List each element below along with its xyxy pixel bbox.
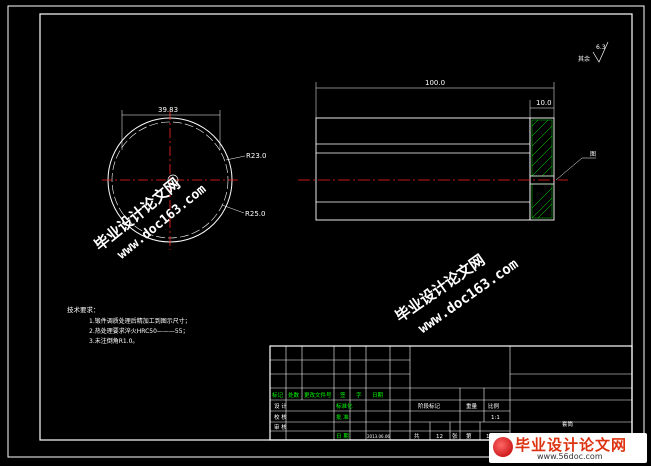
tb-date-label: 日 期 bbox=[336, 433, 349, 440]
tb-col-count: 处数 bbox=[288, 391, 300, 399]
tb-sheet: 张 bbox=[452, 432, 458, 440]
tb-col-mark: 标记 bbox=[272, 391, 284, 399]
dim-radius-inner: R23.0 bbox=[246, 152, 266, 160]
logo-url: www.56doc.com bbox=[537, 452, 603, 461]
tb-col-date: 日期 bbox=[372, 392, 384, 399]
callout-label: 图 bbox=[590, 151, 596, 158]
end-view: 39.83 R23.0 R25.0 bbox=[102, 106, 266, 250]
site-logo: 毕业设计论文网 www.56doc.com bbox=[489, 433, 647, 463]
tb-scale-value: 1:1 bbox=[491, 415, 500, 421]
note-3: 3.未注倒角R1.0。 bbox=[89, 337, 138, 345]
dim-radius-outer: R25.0 bbox=[245, 210, 265, 218]
tb-weight: 重量 bbox=[466, 402, 478, 410]
tb-std: 标准化 bbox=[336, 402, 353, 410]
notes-title: 技术要求： bbox=[67, 305, 100, 314]
dim-width-top: 39.83 bbox=[158, 106, 178, 114]
roughness-value: 6.3 bbox=[596, 44, 606, 51]
dim-length-total: 100.0 bbox=[425, 79, 445, 87]
tb-col-char: 字 bbox=[356, 391, 362, 399]
technical-notes: 技术要求： 1.锻件调质处理后精加工到图示尺寸； 2.热处理要求淬火HRC50—… bbox=[67, 305, 191, 345]
tb-sheets-total: 12 bbox=[436, 434, 443, 440]
outer-frame bbox=[7, 5, 645, 458]
tb-total: 共 bbox=[414, 432, 420, 440]
tb-approve: 批 准 bbox=[336, 413, 349, 421]
title-block-text: 标记 处数 更改文件号 签 字 日期 设 计 校 核 审 核 标准化 批 准 日… bbox=[272, 391, 574, 440]
tb-scale: 比例 bbox=[488, 402, 500, 410]
roughness-symbol: 其余 6.3 bbox=[578, 41, 609, 63]
note-1: 1.锻件调质处理后精加工到图示尺寸； bbox=[89, 317, 191, 325]
roughness-label: 其余 bbox=[578, 55, 590, 63]
dim-length-flange: 10.0 bbox=[536, 99, 552, 107]
tb-col-file: 更改文件号 bbox=[304, 391, 332, 399]
title-block bbox=[269, 345, 633, 441]
logo-text: 毕业设计论文网 bbox=[515, 436, 628, 454]
tb-col-sign: 签 bbox=[340, 391, 346, 399]
tb-part-name: 套筒 bbox=[562, 420, 574, 428]
logo-mark-icon bbox=[493, 437, 513, 457]
note-2: 2.热处理要求淬火HRC50———55； bbox=[89, 327, 189, 335]
tb-review: 审 核 bbox=[274, 423, 287, 431]
tb-check: 校 核 bbox=[274, 413, 287, 421]
tb-stage-mark: 阶段标记 bbox=[418, 402, 441, 410]
watermark-2: 毕业设计论文网 www.doc163.com bbox=[392, 251, 521, 337]
tb-design: 设 计 bbox=[274, 402, 287, 410]
side-view: 100.0 10.0 图 bbox=[298, 79, 596, 221]
tb-date-value: 2013.06.06 bbox=[367, 434, 390, 439]
tb-page: 第 bbox=[466, 432, 472, 440]
